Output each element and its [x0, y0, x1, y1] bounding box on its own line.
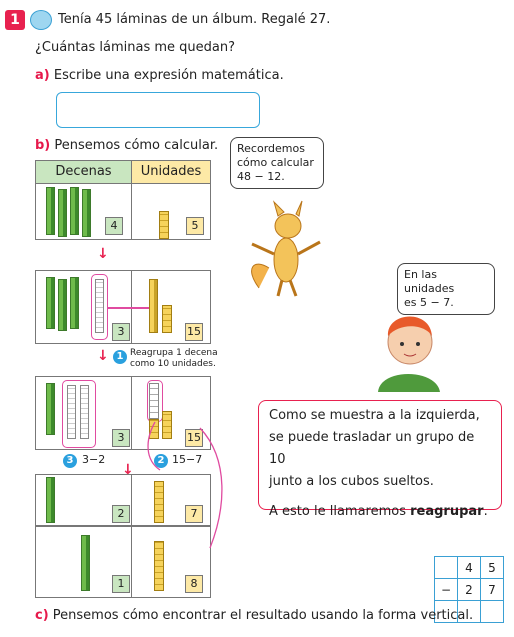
- tens-count: 1: [112, 575, 130, 593]
- ten-rod: [46, 277, 55, 329]
- problem-line1: Tenía 45 láminas de un álbum. Regalé 27.: [58, 12, 331, 27]
- info-line4: A esto le llamaremos reagrupar.: [269, 504, 488, 519]
- answer-cell[interactable]: [480, 600, 504, 623]
- unit-cubes: [162, 411, 172, 439]
- regroup-highlight: [91, 274, 108, 340]
- header-units: Unidades: [132, 161, 210, 184]
- units-count: 15: [185, 429, 203, 447]
- problem-line2: ¿Cuántas láminas me quedan?: [35, 40, 235, 55]
- info-line3: junto a los cubos sueltos.: [269, 474, 434, 489]
- expression-answer-box[interactable]: [56, 92, 260, 128]
- header-tens: Decenas: [36, 161, 132, 184]
- info-line2: se puede trasladar un grupo de 10: [269, 430, 475, 467]
- tens-count: 3: [112, 429, 130, 447]
- step-3-badge: 3: [63, 454, 77, 468]
- ten-rod: [70, 187, 79, 235]
- unit-cubes: [159, 211, 169, 239]
- ten-rod: [82, 189, 91, 237]
- ten-rod-removed: [67, 385, 76, 439]
- kids-icon: [30, 10, 52, 30]
- down-arrow-icon: ↓: [122, 462, 134, 478]
- units-count: 7: [185, 505, 203, 523]
- place-value-box-1: Decenas Unidades 4 5: [35, 160, 211, 240]
- step-3-expression: 3−2: [82, 453, 106, 466]
- unit-cubes: [162, 305, 172, 333]
- boy-illustration: [378, 316, 440, 392]
- part-b-text: Pensemos cómo calcular.: [54, 138, 219, 153]
- part-b-label: b): [35, 138, 51, 153]
- tens-count: 4: [105, 217, 123, 235]
- ten-rod: [58, 279, 67, 331]
- tens-count: 2: [112, 505, 130, 523]
- step-2-badge: 2: [154, 454, 168, 468]
- tens-count: 3: [112, 323, 130, 341]
- ten-rod: [46, 383, 55, 435]
- unit-cubes: [154, 481, 164, 523]
- step-1-badge: 1: [113, 350, 127, 364]
- unit-cubes: [149, 419, 159, 439]
- part-c-text: Pensemos cómo encontrar el resultado usa…: [52, 608, 474, 623]
- down-arrow-icon: ↓: [97, 348, 109, 364]
- ten-rod: [58, 189, 67, 237]
- step-2-expression: 15−7: [172, 453, 203, 466]
- problem-number: 1: [5, 10, 25, 30]
- info-line1: Como se muestra a la izquierda,: [269, 408, 480, 423]
- move-arrow-icon: [108, 307, 152, 309]
- units-count: 5: [186, 217, 204, 235]
- place-value-box-2: 3 15: [35, 270, 211, 344]
- ten-rod: [46, 477, 55, 523]
- part-a-label: a): [35, 68, 50, 83]
- info-box: Como se muestra a la izquierda, se puede…: [258, 400, 502, 519]
- curved-arrows: [147, 421, 223, 549]
- units-count: 15: [185, 323, 203, 341]
- ten-rod-moved: [95, 279, 104, 333]
- place-value-box-4: 2 7: [35, 474, 211, 526]
- place-value-box-5: 1 8: [35, 526, 211, 598]
- ten-rod-removed: [80, 385, 89, 439]
- ten-rod: [70, 277, 79, 329]
- fox-illustration: [251, 200, 321, 297]
- ten-rod: [46, 187, 55, 235]
- unit-rod: [149, 279, 158, 333]
- unit-cubes-removed: [149, 383, 159, 419]
- part-a-text: Escribe una expresión matemática.: [53, 68, 284, 83]
- ten-rod: [81, 535, 90, 591]
- place-value-box-3: 3 15: [35, 376, 211, 450]
- down-arrow-icon: ↓: [97, 246, 109, 262]
- subtract-tens-highlight: [62, 380, 96, 448]
- unit-cubes: [154, 541, 164, 591]
- units-count: 8: [185, 575, 203, 593]
- part-c-label: c): [35, 608, 49, 623]
